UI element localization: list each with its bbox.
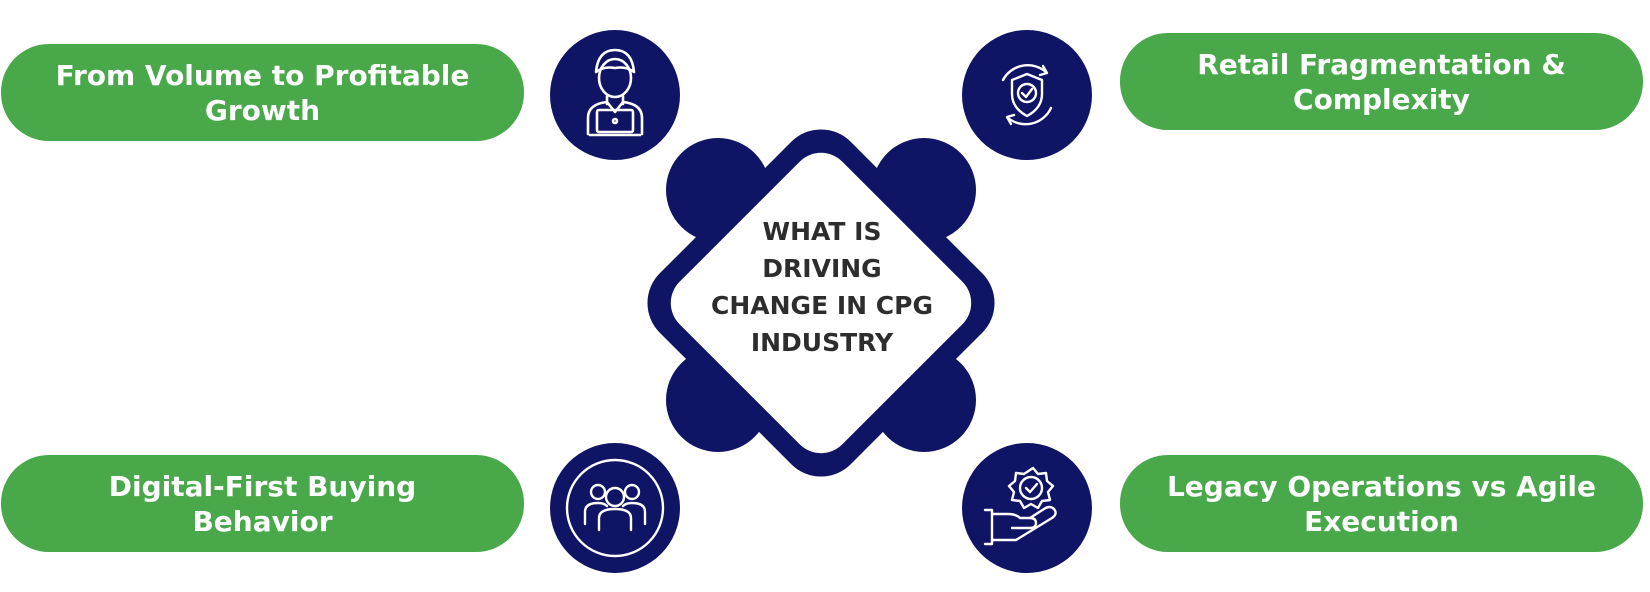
icon-circle-tr [962, 30, 1092, 160]
icon-circle-tl [550, 30, 680, 160]
driver-pill-digital-first: Digital-First Buying Behavior [1, 455, 524, 552]
driver-label: From Volume to Profitable Growth [55, 58, 470, 127]
driver-label: Retail Fragmentation & Complexity [1197, 47, 1566, 116]
driver-pill-volume-growth: From Volume to Profitable Growth [1, 44, 524, 141]
hand-badge-check-icon [983, 466, 1057, 546]
driver-pill-retail-fragmentation: Retail Fragmentation & Complexity [1120, 33, 1643, 130]
center-title: WHAT IS DRIVING CHANGE IN CPG INDUSTRY [711, 217, 933, 357]
driver-label: Digital-First Buying Behavior [108, 469, 417, 538]
user-group-icon [583, 483, 647, 532]
center-diamond [670, 152, 972, 454]
driver-pill-legacy-operations: Legacy Operations vs Agile Execution [1120, 455, 1643, 552]
driver-label: Legacy Operations vs Agile Execution [1166, 469, 1597, 538]
person-laptop-icon [586, 48, 644, 137]
icon-circle-bl [550, 443, 680, 573]
shield-check-cycle-icon [1001, 64, 1053, 126]
icon-circle-br [962, 443, 1092, 573]
